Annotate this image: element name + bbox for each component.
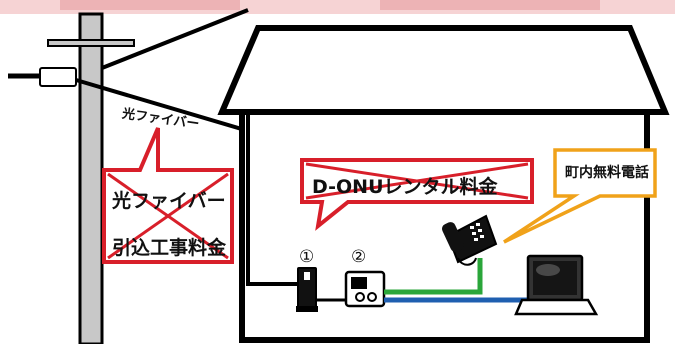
top-band-shape-right <box>380 0 600 10</box>
laptop-icon <box>514 254 599 316</box>
fiber-drop-cable-inside <box>246 112 306 286</box>
onu-fee-label: D-ONUレンタル料金 <box>312 176 498 198</box>
drop-fee-callout <box>102 127 234 264</box>
top-band-shape-left <box>60 0 240 10</box>
marker-1: ① <box>299 247 315 267</box>
closure-box <box>39 67 77 87</box>
local-call-callout <box>503 148 657 244</box>
phone-cable <box>384 258 483 295</box>
overhead-cable <box>101 8 249 70</box>
drop-fee-label-line2: 引込工事料金 <box>112 237 227 259</box>
local-call-label: 町内無料電話 <box>565 165 649 181</box>
voice-adapter <box>344 270 386 308</box>
marker-2: ② <box>351 247 367 267</box>
strike-line <box>107 172 229 260</box>
drop-fee-label-line1: 光ファイバー <box>112 190 226 212</box>
onu-fee-callout <box>300 158 534 231</box>
strike-line <box>305 162 529 200</box>
onu-device <box>296 267 318 312</box>
telephone-icon <box>441 214 498 266</box>
